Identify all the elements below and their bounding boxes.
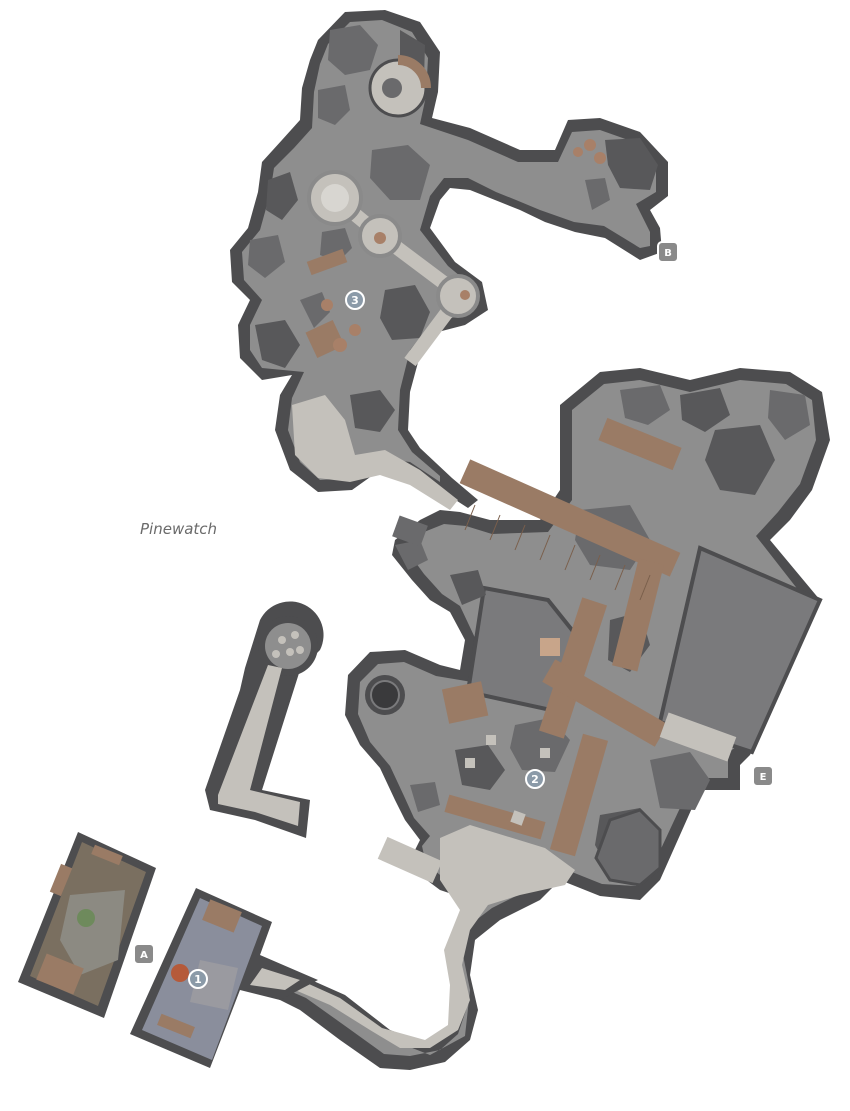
table [77, 909, 95, 927]
tower-stones [272, 631, 304, 658]
boardwalk [444, 417, 682, 857]
rock [395, 540, 428, 570]
crate [540, 638, 560, 656]
barrel [333, 338, 347, 352]
rock [318, 85, 350, 125]
south-east-floor [260, 380, 816, 1056]
rock [410, 782, 440, 812]
rock [328, 25, 378, 75]
exit-b-label: B [664, 248, 672, 259]
rock [585, 178, 610, 210]
platform [436, 274, 480, 318]
spiral-stair-steps [397, 55, 431, 89]
corridor-floor [250, 968, 300, 990]
spiral-stair-core [382, 78, 402, 98]
exit-e[interactable]: E [752, 765, 774, 787]
rock [768, 390, 810, 440]
wooden-walkway [330, 192, 467, 367]
bench [157, 1013, 195, 1039]
barrel [321, 299, 333, 311]
exit-b[interactable]: B [657, 241, 679, 263]
rug [60, 890, 125, 975]
crate [465, 758, 475, 768]
exit-a-label: A [140, 950, 148, 961]
barrel [594, 152, 606, 164]
south-east-cavern [240, 368, 830, 1070]
tower-passage-floor [218, 665, 300, 826]
marker-1[interactable]: 1 [188, 969, 208, 989]
rock [300, 292, 330, 328]
tower-room-floor [265, 623, 311, 669]
crate-pile [441, 681, 489, 724]
rock [380, 285, 430, 340]
marker-1-label: 1 [194, 973, 202, 986]
stairs [392, 515, 428, 547]
barrel [460, 290, 470, 300]
stairs [377, 836, 443, 884]
furniture [49, 863, 73, 897]
north-cave [230, 10, 668, 510]
tower-passage [205, 601, 324, 838]
barrel [584, 139, 596, 151]
fireplace [171, 964, 189, 982]
rock [455, 745, 505, 790]
rock [450, 570, 486, 605]
rock [705, 425, 775, 495]
room-1 [130, 888, 318, 1068]
room-a [18, 832, 156, 1018]
map-title: Pinewatch [140, 520, 217, 538]
rock [370, 145, 430, 200]
stairs [659, 712, 737, 762]
crate [486, 735, 496, 745]
marker-3[interactable]: 3 [345, 290, 365, 310]
rock [350, 390, 395, 432]
crate [540, 748, 550, 758]
marker-2[interactable]: 2 [525, 769, 545, 789]
rock [605, 138, 658, 190]
building-block [657, 545, 823, 755]
barrel [374, 232, 386, 244]
light-path [292, 395, 458, 510]
stone-pillar [594, 808, 662, 887]
rock [620, 385, 670, 425]
marker-2-label: 2 [531, 773, 539, 786]
furniture [91, 844, 123, 866]
bed [202, 899, 242, 933]
grate-well-inner [370, 680, 400, 710]
rock [650, 752, 710, 810]
rock [248, 235, 285, 278]
platform-inner [321, 184, 349, 212]
boardwalk-planks [464, 504, 651, 601]
barrel [573, 147, 583, 157]
exit-a[interactable]: A [133, 943, 155, 965]
light-path [262, 825, 575, 1048]
bed [36, 953, 84, 995]
rock [255, 320, 300, 368]
crate [510, 810, 526, 826]
crate [306, 248, 348, 276]
exit-e-label: E [760, 772, 767, 783]
north-cave-floor [242, 20, 656, 482]
rock [266, 172, 298, 220]
marker-3-label: 3 [351, 294, 359, 307]
rock [680, 388, 730, 432]
barrel [349, 324, 361, 336]
